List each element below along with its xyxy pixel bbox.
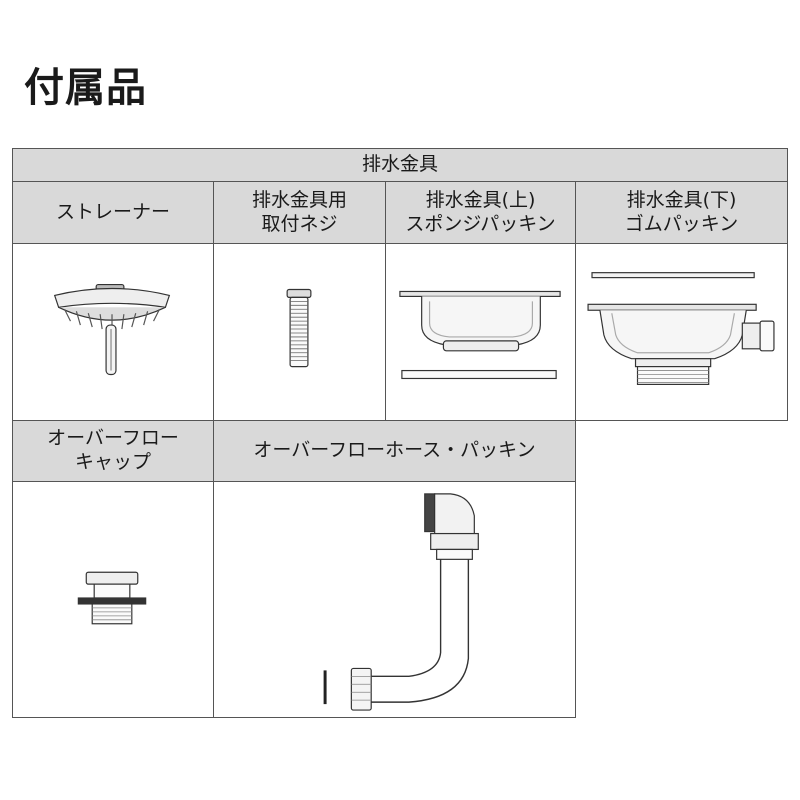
overflow-cap-icon xyxy=(77,571,147,625)
upper-sponge-gasket-icon xyxy=(399,290,561,380)
item-header-mounting-screw: 排水金具用 取付ネジ xyxy=(213,181,386,244)
image-cell-mounting-screw xyxy=(213,243,386,421)
item-header-upper-sponge-gasket: 排水金具(上) スポンジパッキン xyxy=(385,181,576,244)
image-cell-overflow-hose-gasket xyxy=(213,481,576,718)
mounting-screw-icon xyxy=(286,288,312,368)
overflow-hose-gasket-icon xyxy=(323,493,479,711)
lower-rubber-gasket-icon xyxy=(587,272,775,385)
strainer-icon xyxy=(53,283,171,376)
image-cell-upper-sponge-gasket xyxy=(385,243,576,421)
item-header-overflow-hose-gasket: オーバーフローホース・パッキン xyxy=(213,420,576,482)
item-header-strainer: ストレーナー xyxy=(12,181,214,244)
page-title: 付属品 xyxy=(24,65,147,111)
image-cell-lower-rubber-gasket xyxy=(575,243,788,421)
item-header-overflow-cap: オーバーフロー キャップ xyxy=(12,420,214,482)
image-cell-strainer xyxy=(12,243,214,421)
group-header-drain-fittings: 排水金具 xyxy=(12,148,788,182)
item-header-lower-rubber-gasket: 排水金具(下) ゴムパッキン xyxy=(575,181,788,244)
image-cell-overflow-cap xyxy=(12,481,214,718)
